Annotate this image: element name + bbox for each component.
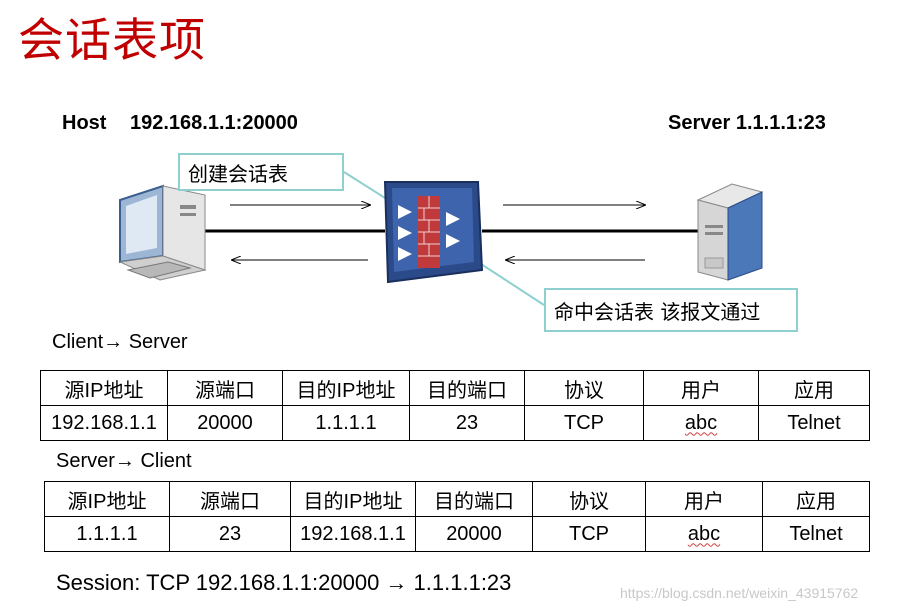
header-cell: 目的IP地址 — [290, 481, 416, 517]
table-row: 192.168.1.1 20000 1.1.1.1 23 TCP abc Tel… — [40, 405, 870, 441]
flow-label-client-to-server: Client→ Server — [52, 331, 188, 353]
host-ip: 192.168.1.1:20000 — [130, 112, 298, 134]
header-cell: 用户 — [645, 481, 763, 517]
header-cell: 目的端口 — [409, 370, 525, 406]
firewall-icon — [383, 181, 484, 284]
session-table-server-to-client: 源IP地址 源端口 目的IP地址 目的端口 协议 用户 应用 1.1.1.1 2… — [44, 481, 870, 552]
header-cell: 用户 — [643, 370, 759, 406]
cell-user: abc — [643, 405, 759, 441]
header-cell: 源端口 — [169, 481, 291, 517]
header-cell: 目的端口 — [415, 481, 533, 517]
cell-user-text: abc — [687, 522, 721, 545]
cell-user-text: abc — [684, 411, 718, 434]
cell-protocol: TCP — [532, 516, 646, 552]
callout-hit-pointer — [477, 261, 545, 306]
host-label: Host — [62, 112, 107, 134]
cell-src-port: 20000 — [167, 405, 283, 441]
header-cell: 源IP地址 — [44, 481, 170, 517]
session-summary: Session: TCP 192.168.1.1:20000 → 1.1.1.1… — [56, 570, 512, 595]
table-header-row: 源IP地址 源端口 目的IP地址 目的端口 协议 用户 应用 — [44, 481, 870, 517]
cell-dst-port: 20000 — [415, 516, 533, 552]
header-cell: 源IP地址 — [40, 370, 168, 406]
cell-dst-ip: 192.168.1.1 — [290, 516, 416, 552]
table-row: 1.1.1.1 23 192.168.1.1 20000 TCP abc Tel… — [44, 516, 870, 552]
header-cell: 协议 — [524, 370, 644, 406]
slide-title: 会话表项 — [18, 13, 206, 67]
server-label: Server 1.1.1.1:23 — [668, 112, 826, 134]
cell-src-ip: 1.1.1.1 — [44, 516, 170, 552]
session-table-client-to-server: 源IP地址 源端口 目的IP地址 目的端口 协议 用户 应用 192.168.1… — [40, 370, 870, 441]
cell-src-ip: 192.168.1.1 — [40, 405, 168, 441]
header-cell: 源端口 — [167, 370, 283, 406]
table-header-row: 源IP地址 源端口 目的IP地址 目的端口 协议 用户 应用 — [40, 370, 870, 406]
cell-app: Telnet — [762, 516, 870, 552]
header-cell: 协议 — [532, 481, 646, 517]
flow-label-server-to-client: Server→ Client — [56, 450, 192, 472]
cell-protocol: TCP — [524, 405, 644, 441]
watermark: https://blog.csdn.net/weixin_43915762 — [620, 585, 859, 601]
header-cell: 应用 — [758, 370, 870, 406]
cell-dst-ip: 1.1.1.1 — [282, 405, 410, 441]
server-icon — [696, 183, 764, 281]
callout-create-pointer — [343, 171, 386, 199]
header-cell: 目的IP地址 — [282, 370, 410, 406]
host-computer-icon — [118, 184, 207, 281]
header-cell: 应用 — [762, 481, 870, 517]
callout-hit-text: 命中会话表 该报文通过 — [554, 299, 761, 324]
cell-src-port: 23 — [169, 516, 291, 552]
cell-user: abc — [645, 516, 763, 552]
callout-create-session: 创建会话表 — [178, 153, 344, 191]
callout-hit-session: 命中会话表 该报文通过 — [544, 288, 798, 332]
cell-app: Telnet — [758, 405, 870, 441]
cell-dst-port: 23 — [409, 405, 525, 441]
callout-create-text: 创建会话表 — [188, 161, 288, 186]
